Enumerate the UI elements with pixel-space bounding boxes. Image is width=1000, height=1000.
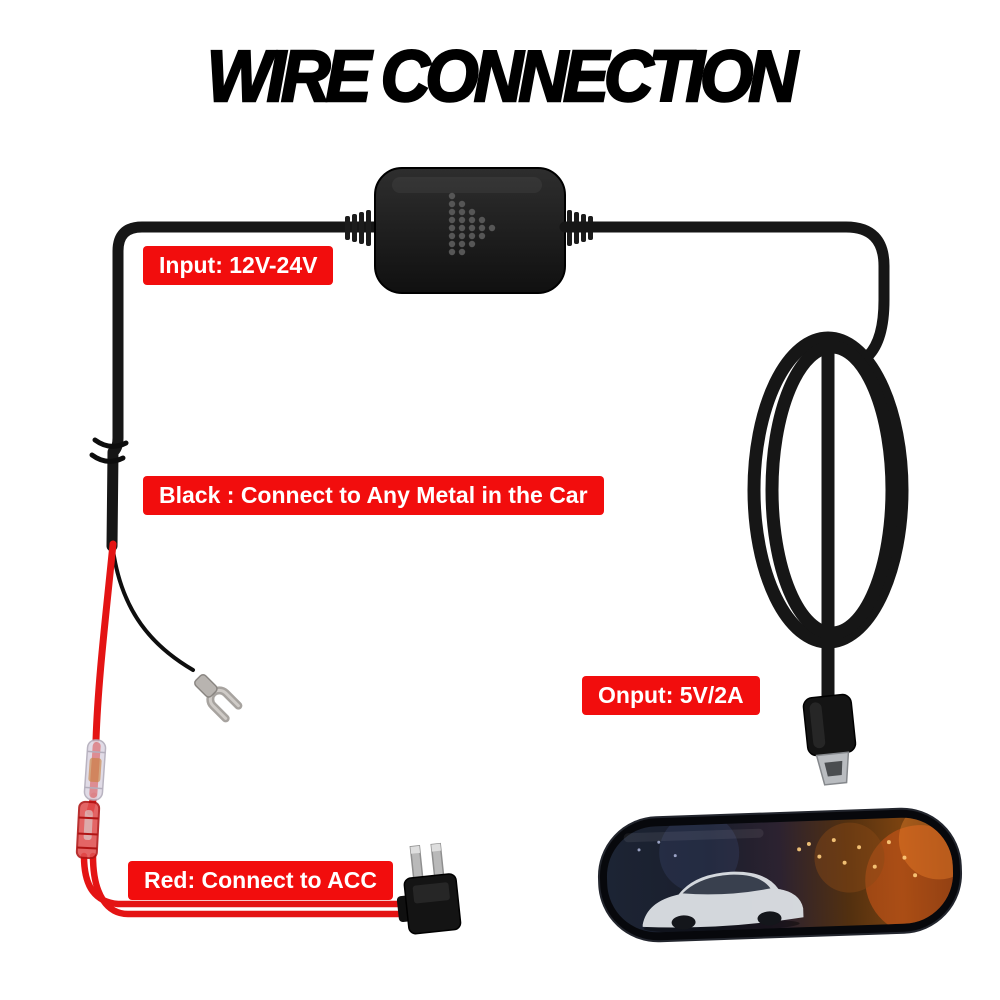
crimp-connector-icon	[83, 739, 107, 801]
page-title: WIRE CONNECTION	[206, 36, 799, 119]
acc-red-wire	[80, 540, 406, 918]
distant-lights	[637, 840, 677, 858]
mini-usb-connector-icon	[802, 693, 857, 786]
strain-relief-left	[345, 210, 371, 246]
dot-pattern-icon	[448, 192, 496, 256]
ground-fork-terminal-icon	[194, 674, 243, 723]
input-voltage-label: Input: 12V-24V	[143, 246, 334, 285]
acc-wire-label: Red: Connect to ACC	[128, 861, 393, 900]
voltage-converter-module	[345, 167, 593, 294]
acc-fuse-tap-icon	[396, 842, 462, 935]
quick-splice-connector-icon	[75, 800, 101, 860]
rearview-mirror-dashcam	[597, 807, 963, 943]
ground-wire-label: Black : Connect to Any Metal in the Car	[143, 476, 604, 515]
output-voltage-label: Onput: 5V/2A	[582, 676, 760, 715]
cable-break-marks	[89, 437, 129, 464]
ground-wire	[111, 548, 195, 672]
output-coiled-cable	[559, 221, 909, 707]
city-lights	[797, 838, 918, 878]
input-wire	[89, 221, 382, 552]
